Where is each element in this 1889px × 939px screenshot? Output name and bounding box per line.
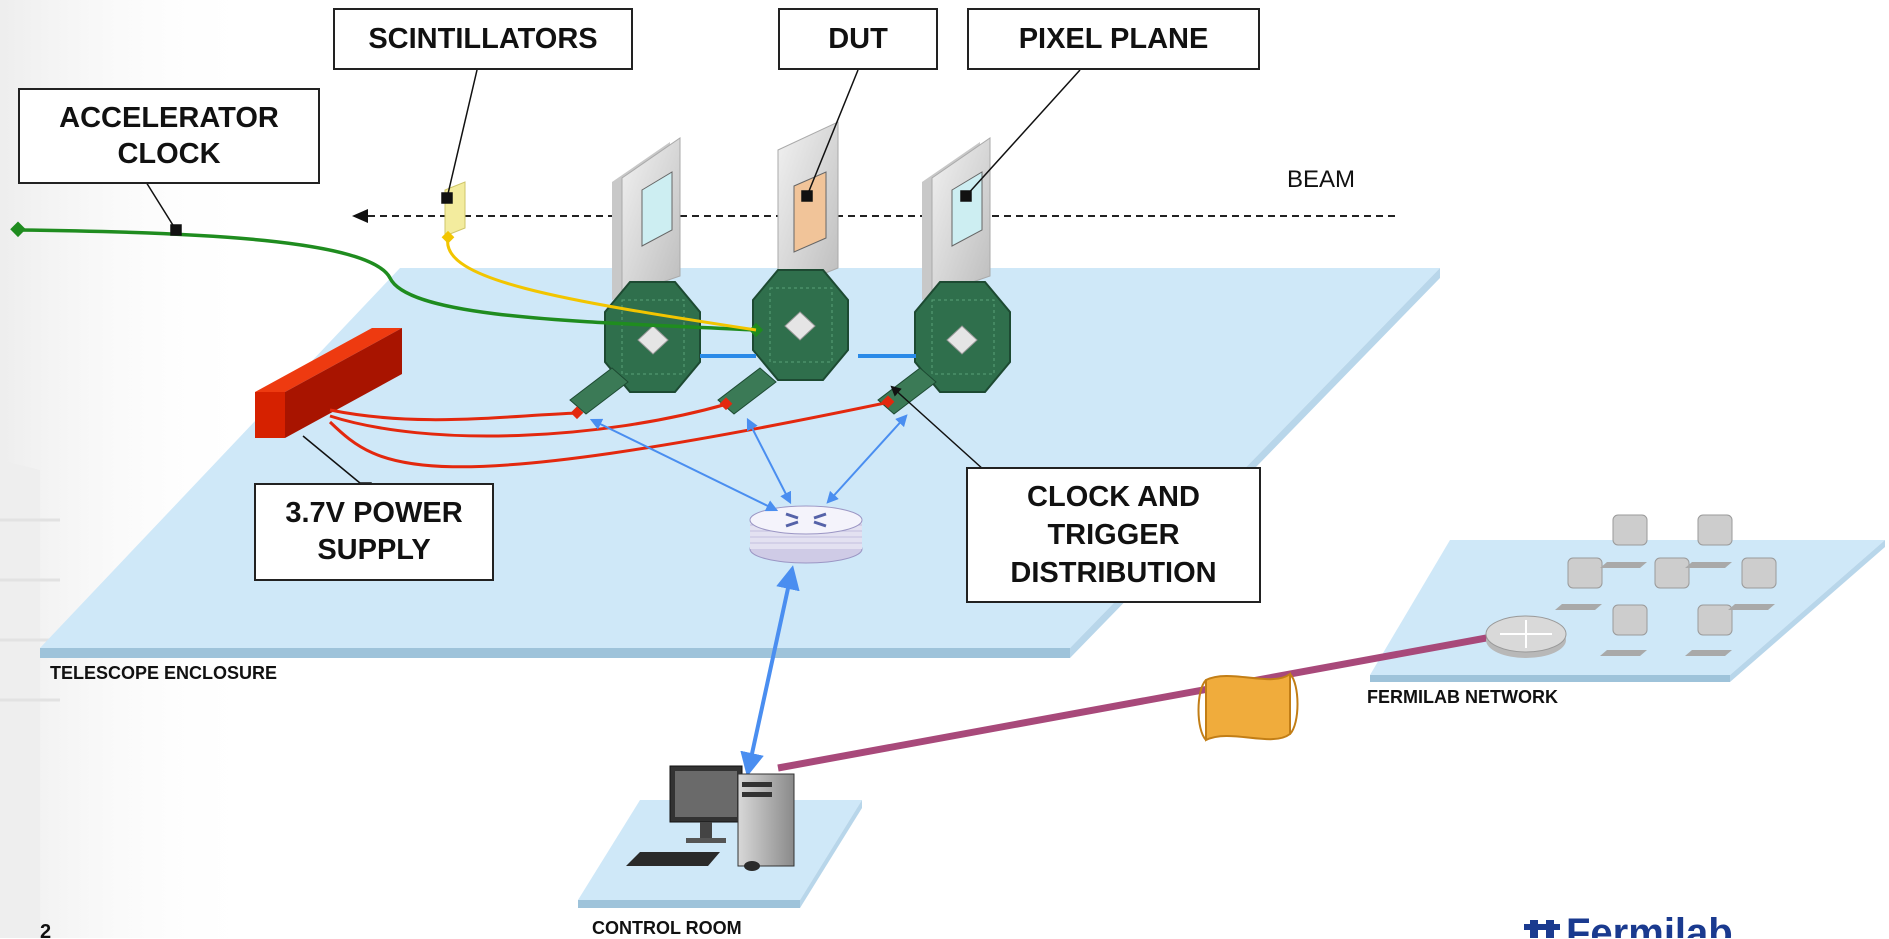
- beam-line: [352, 209, 1395, 223]
- scintillators-callout: SCINTILLATORS: [333, 8, 633, 70]
- network-switch: [749, 505, 863, 564]
- accelerator-clock-callout: ACCELERATOR CLOCK: [18, 88, 320, 184]
- dut-plane: [777, 121, 839, 293]
- interface-board-2: [717, 367, 777, 415]
- network-nodes: [1555, 514, 1777, 656]
- fermilab-logo-text: Fermilab: [1566, 911, 1733, 938]
- readout-board-2: [752, 269, 849, 381]
- control-computer: [626, 765, 795, 871]
- beam-label: BEAM: [1287, 166, 1356, 193]
- power-supply-callout: 3.7V POWER SUPPLY: [254, 483, 494, 581]
- slide-number: 2: [40, 921, 51, 938]
- telescope-enclosure-label: TELESCOPE ENCLOSURE: [50, 663, 278, 683]
- clock-trigger-callout: CLOCK AND TRIGGER DISTRIBUTION: [966, 467, 1261, 603]
- readout-board-3: [914, 281, 1011, 393]
- pixel-plane-2: [922, 137, 991, 300]
- network-router-icon: [1485, 615, 1567, 658]
- control-room-label: CONTROL ROOM: [592, 918, 742, 938]
- fermilab-logo: Fermilab: [1524, 911, 1733, 938]
- fermilab-network-link: [777, 630, 1509, 772]
- power-supply-box: [255, 328, 402, 438]
- scintillator-cable: [441, 230, 757, 332]
- scintillator-paddle: [444, 181, 466, 237]
- callout-leaders: [145, 69, 1081, 494]
- fermilab-network-label: FERMILAB NETWORK: [1367, 687, 1558, 707]
- interface-board-1: [569, 367, 629, 415]
- pixel-plane-1: [612, 137, 681, 300]
- firewall-icon: [1197, 671, 1299, 742]
- pixel-plane-callout: PIXEL PLANE: [967, 8, 1260, 70]
- ethernet-links: [589, 414, 908, 777]
- dut-callout: DUT: [778, 8, 938, 70]
